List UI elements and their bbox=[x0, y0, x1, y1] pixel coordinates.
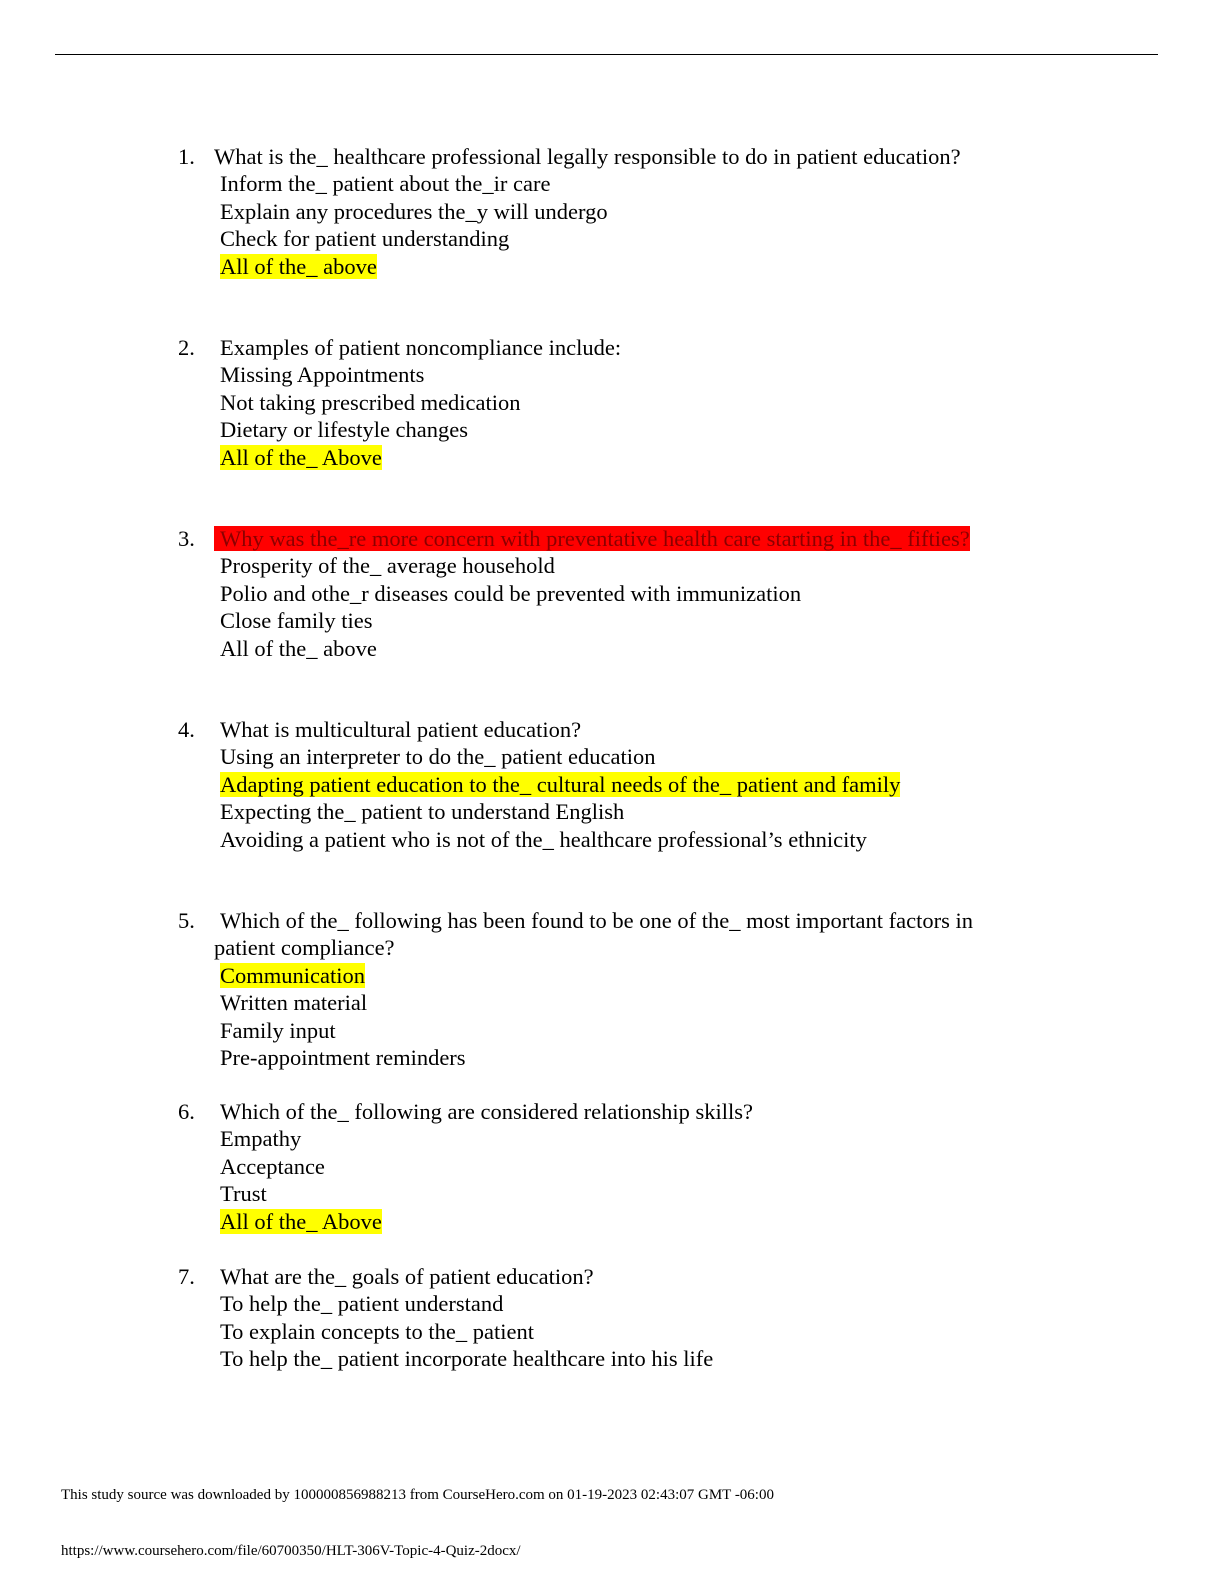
answer-option: Missing Appointments bbox=[220, 362, 425, 388]
top-divider bbox=[55, 54, 1158, 55]
answer-option: Family input bbox=[220, 1017, 336, 1043]
answer-option: Dietary or lifestyle changes bbox=[220, 417, 469, 443]
question-text: Which of the_ following are considered r… bbox=[220, 1099, 753, 1124]
answer-option: Check for patient understanding bbox=[220, 226, 510, 252]
question-number: 3. bbox=[178, 526, 195, 551]
answer-option: Empathy bbox=[220, 1126, 302, 1152]
answer-option: Pre-appointment reminders bbox=[220, 1044, 466, 1070]
question-text-line-1: Which of the_ following has been found t… bbox=[220, 908, 973, 933]
answer-option: Close family ties bbox=[220, 608, 373, 634]
source-note: This study source was downloaded by 1000… bbox=[61, 1487, 774, 1503]
question-number: 4. bbox=[178, 717, 195, 742]
question-text-highlighted: Why was the_re more concern with prevent… bbox=[214, 526, 970, 551]
answer-option: Prosperity of the_ average household bbox=[220, 553, 555, 579]
answer-option-highlighted: All of the_ above bbox=[220, 253, 377, 279]
answer-option: Not taking prescribed medication bbox=[220, 389, 521, 415]
answer-option: Avoiding a patient who is not of the_ he… bbox=[220, 826, 867, 852]
answer-option: To help the_ patient incorporate healthc… bbox=[220, 1346, 714, 1372]
question-text: What is multicultural patient education? bbox=[220, 717, 582, 742]
answer-option: To help the_ patient understand bbox=[220, 1291, 504, 1317]
answer-option-highlighted: Adapting patient education to the_ cultu… bbox=[220, 771, 901, 797]
answer-option: Written material bbox=[220, 990, 368, 1016]
answer-option: Explain any procedures the_y will underg… bbox=[220, 198, 608, 224]
answer-option: To explain concepts to the_ patient bbox=[220, 1318, 534, 1344]
source-url[interactable]: https://www.coursehero.com/file/60700350… bbox=[61, 1543, 521, 1559]
answer-option: Trust bbox=[220, 1181, 267, 1207]
answer-option: Using an interpreter to do the_ patient … bbox=[220, 744, 656, 770]
answer-option-highlighted: All of the_ Above bbox=[220, 444, 382, 470]
answer-option: Acceptance bbox=[220, 1153, 325, 1179]
question-text: What are the_ goals of patient education… bbox=[220, 1264, 594, 1289]
answer-option-highlighted: Communication bbox=[220, 962, 365, 988]
question-number: 6. bbox=[178, 1099, 195, 1124]
question-number: 1. bbox=[178, 144, 195, 169]
answer-option: All of the_ above bbox=[220, 635, 377, 661]
answer-option: Polio and othe_r diseases could be preve… bbox=[220, 580, 802, 606]
answer-option-highlighted: All of the_ Above bbox=[220, 1208, 382, 1234]
question-number: 5. bbox=[178, 908, 195, 933]
question-text: Examples of patient noncompliance includ… bbox=[220, 335, 622, 360]
question-text-line-2: patient compliance? bbox=[214, 935, 395, 961]
answer-option: Expecting the_ patient to understand Eng… bbox=[220, 799, 625, 825]
question-text: What is the_ healthcare professional leg… bbox=[214, 144, 961, 169]
question-number: 2. bbox=[178, 335, 195, 360]
answer-option: Inform the_ patient about the_ir care bbox=[220, 171, 551, 197]
question-number: 7. bbox=[178, 1264, 195, 1289]
